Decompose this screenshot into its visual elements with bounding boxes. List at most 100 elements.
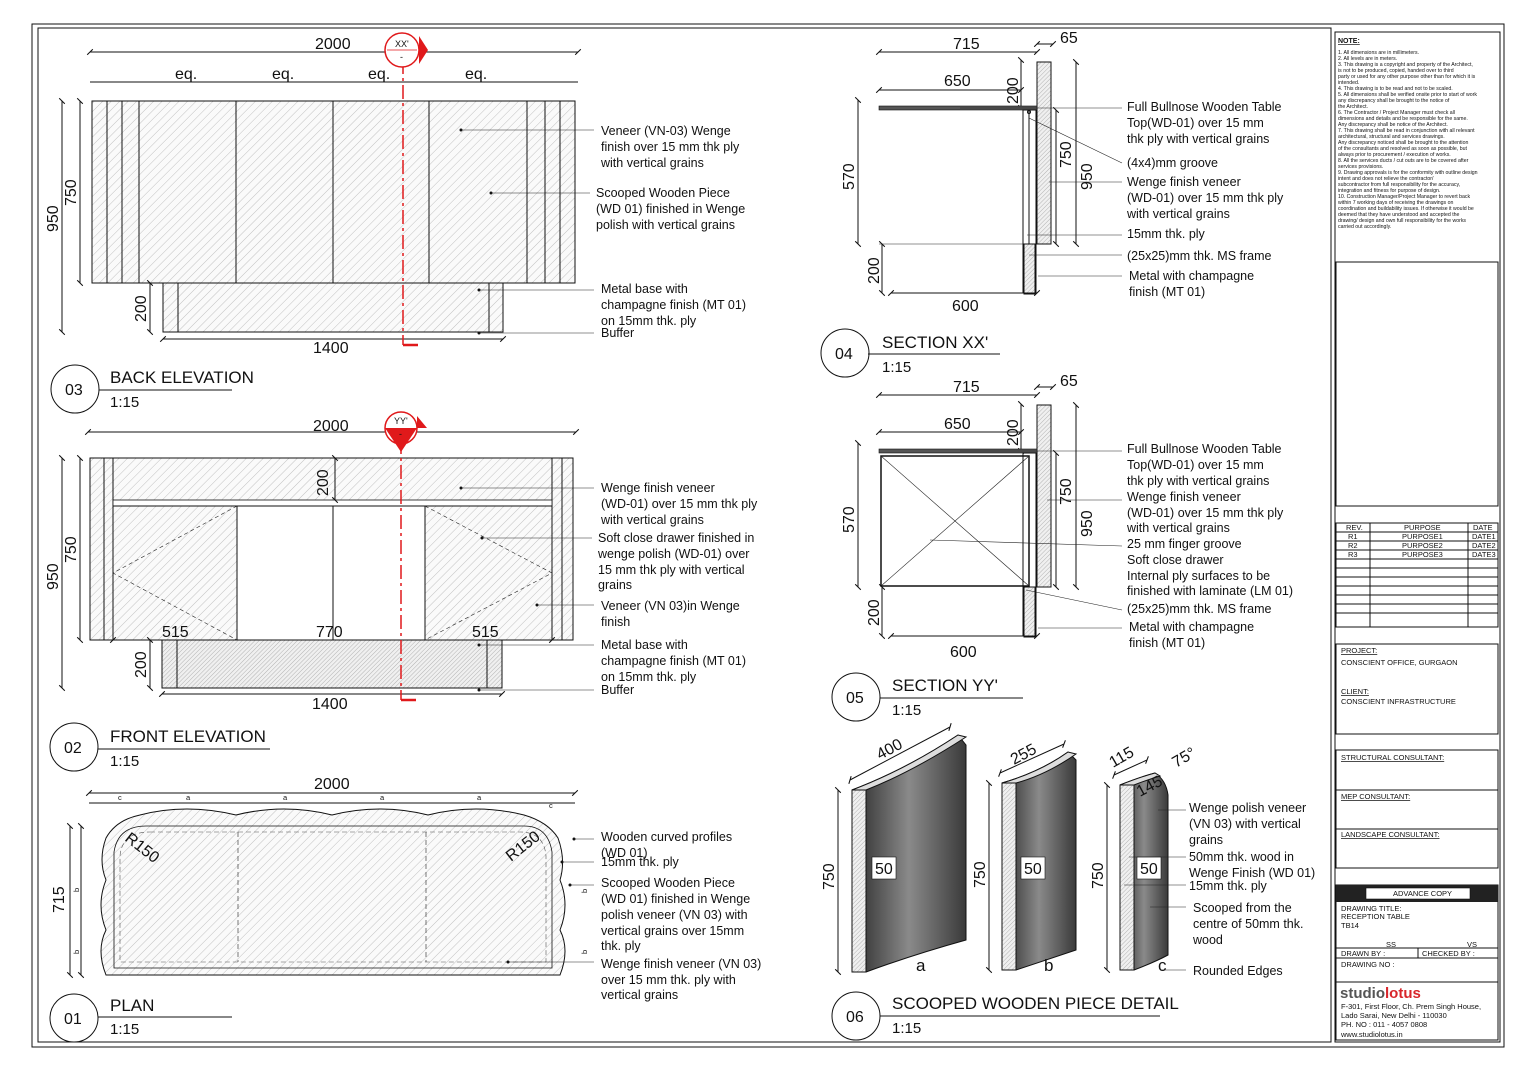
piece-a-thk: 50 [875, 861, 893, 878]
sxx-note-metal: Metal with champagne finish (MT 01) [1129, 269, 1258, 299]
back-eq-dims: eq. eq. eq. eq. [175, 66, 487, 83]
syy-title-circle [831, 672, 881, 722]
plan-dim-b-4: b [580, 950, 589, 954]
plan-dim-width: 2000 [314, 776, 350, 793]
plan-dim-c-left: c [118, 793, 122, 802]
sxx-dim-200-top: 200 [1005, 77, 1022, 104]
back-title: BACK ELEVATION [110, 368, 254, 387]
logo-studio: studio [1340, 985, 1385, 1002]
tb-drawn-by-label: DRAWN BY : [1341, 949, 1385, 958]
front-title: FRONT ELEVATION [110, 727, 266, 746]
tb-mep-label: MEP CONSULTANT: [1341, 792, 1410, 801]
section-marker-xx[interactable]: XX' - [384, 32, 428, 68]
plan-scale: 1:15 [110, 1021, 139, 1038]
syy-wall [1036, 404, 1052, 588]
sxx-dim-600: 600 [952, 298, 979, 315]
tb-advance-copy: ADVANCE COPY [1393, 889, 1452, 898]
studio-lotus-logo: studiolotus [1340, 985, 1421, 1002]
piece-b-label: b [1044, 956, 1053, 975]
front-dim-515-left: 515 [162, 624, 189, 641]
piece-c-label: c [1158, 956, 1167, 975]
back-title-circle [50, 364, 100, 414]
syy-dim-600: 600 [950, 644, 977, 661]
tb-drawing-no-label: DRAWING NO : [1341, 960, 1394, 969]
tb-drawing-title-label: DRAWING TITLE: [1341, 904, 1401, 913]
syy-note-wenge: Wenge finish veneer (WD-01) over 15 mm t… [1126, 490, 1287, 535]
tb-landscape-label: LANDSCAPE CONSULTANT: [1341, 830, 1440, 839]
piece-c: 750 115 75° 145 50 c [1090, 744, 1199, 975]
syy-note-groove: 25 mm finger groove [1127, 537, 1242, 551]
rev-r3: R3 [1348, 550, 1358, 559]
front-drawer-left [112, 505, 238, 641]
front-dim-1400: 1400 [312, 696, 348, 713]
rev-r2: R2 [1348, 541, 1358, 550]
sxx-dim-715: 715 [953, 36, 980, 53]
syy-note-metal: Metal with champagne finish (MT 01) [1129, 620, 1258, 650]
syy-dim-950: 950 [1079, 510, 1096, 537]
back-metal-base [162, 282, 504, 333]
plan-dim-b-3: b [580, 889, 589, 893]
title-block: NOTE: 1. All dimensions are in millimete… [1334, 31, 1501, 1043]
front-dim-200-base: 200 [133, 651, 150, 678]
sxx-dim-750: 750 [1058, 141, 1075, 168]
piece-c-thk: 50 [1140, 861, 1158, 878]
sxx-wall [1036, 61, 1052, 245]
sxx-dim-650: 650 [944, 73, 971, 90]
piece-b-width: 255 [1008, 741, 1040, 769]
detail-note-veneer: Wenge polish veneer (VN 03) with vertica… [1189, 801, 1310, 847]
front-drawer-mid-2 [332, 505, 426, 641]
detail-note-ply: 15mm thk. ply [1189, 879, 1268, 893]
plan-dim-a-2: a [283, 793, 288, 802]
logo-lotus: lotus [1385, 985, 1421, 1002]
rev-header-date: DATE [1473, 523, 1492, 532]
back-note-veneer: Veneer (VN-03) Wenge finish over 15 mm t… [600, 124, 743, 170]
syy-note-frame: (25x25)mm thk. MS frame [1127, 602, 1272, 616]
section-marker-yy-label: YY' [394, 416, 408, 426]
back-note-scooped: Scooped Wooden Piece (WD 01) finished in… [596, 186, 749, 232]
back-title-number: 03 [65, 382, 83, 399]
plan-dim-c-right: c [549, 801, 553, 810]
syy-title: SECTION YY' [892, 676, 998, 695]
back-dim-width: 2000 [315, 36, 351, 53]
front-title-circle [49, 722, 99, 772]
back-dim-eq-1: eq. [175, 66, 197, 83]
sxx-note-ply: 15mm thk. ply [1127, 227, 1206, 241]
rev-r1-purpose: PURPOSE1 [1402, 532, 1443, 541]
tb-client-label: CLIENT: [1341, 687, 1369, 696]
piece-b-height: 750 [972, 861, 989, 888]
scooped-detail: 750 400 50 a 750 255 50 b 750 115 [821, 723, 1315, 1041]
plan-note-scooped: Scooped Wooden Piece (WD 01) finished in… [601, 876, 754, 953]
syy-note-drawer: Soft close drawer Internal ply surfaces … [1127, 553, 1293, 598]
plan-dim-b-1: b [72, 888, 81, 892]
tb-empty-box [1335, 261, 1499, 507]
tb-project-value: CONSCIENT OFFICE, GURGAON [1341, 658, 1458, 667]
plan-dim-a-1: a [186, 793, 191, 802]
sxx-note-wenge: Wenge finish veneer (WD-01) over 15 mm t… [1126, 175, 1287, 221]
sxx-dim-950: 950 [1079, 163, 1096, 190]
tb-address: F-301, First Floor, Ch. Prem Singh House… [1340, 1002, 1483, 1039]
outer-border [31, 23, 1505, 1048]
syy-scale: 1:15 [892, 702, 921, 719]
tb-notes: 1. All dimensions are in millimeters. 2.… [1338, 50, 1479, 230]
detail-note-wood: 50mm thk. wood in Wenge Finish (WD 01) [1189, 850, 1315, 880]
sxx-dim-200-base: 200 [866, 257, 883, 284]
syy-dim-715: 715 [953, 379, 980, 396]
front-dim-515-right: 515 [472, 624, 499, 641]
front-scale: 1:15 [110, 753, 139, 770]
detail-note-edges: Rounded Edges [1193, 964, 1283, 978]
back-dim-750: 750 [63, 179, 80, 206]
piece-a: 750 400 50 a [821, 723, 968, 976]
section-marker-yy[interactable]: YY' - [384, 411, 427, 452]
plan-dim-a-3: a [380, 793, 385, 802]
syy-title-number: 05 [846, 690, 864, 707]
piece-b: 750 255 50 b [972, 740, 1078, 975]
detail-title-number: 06 [846, 1009, 864, 1026]
piece-c-height: 750 [1090, 862, 1107, 889]
back-elevation: 2000 eq. eq. eq. eq. 950 750 200 1400 [45, 32, 749, 414]
back-dim-200: 200 [133, 295, 150, 322]
plan-note-ply: 15mm thk. ply [601, 855, 680, 869]
back-dim-eq-4: eq. [465, 66, 487, 83]
syy-dim-650: 650 [944, 416, 971, 433]
plan-title: PLAN [110, 996, 154, 1015]
tb-checked-by-label: CHECKED BY : [1422, 949, 1475, 958]
